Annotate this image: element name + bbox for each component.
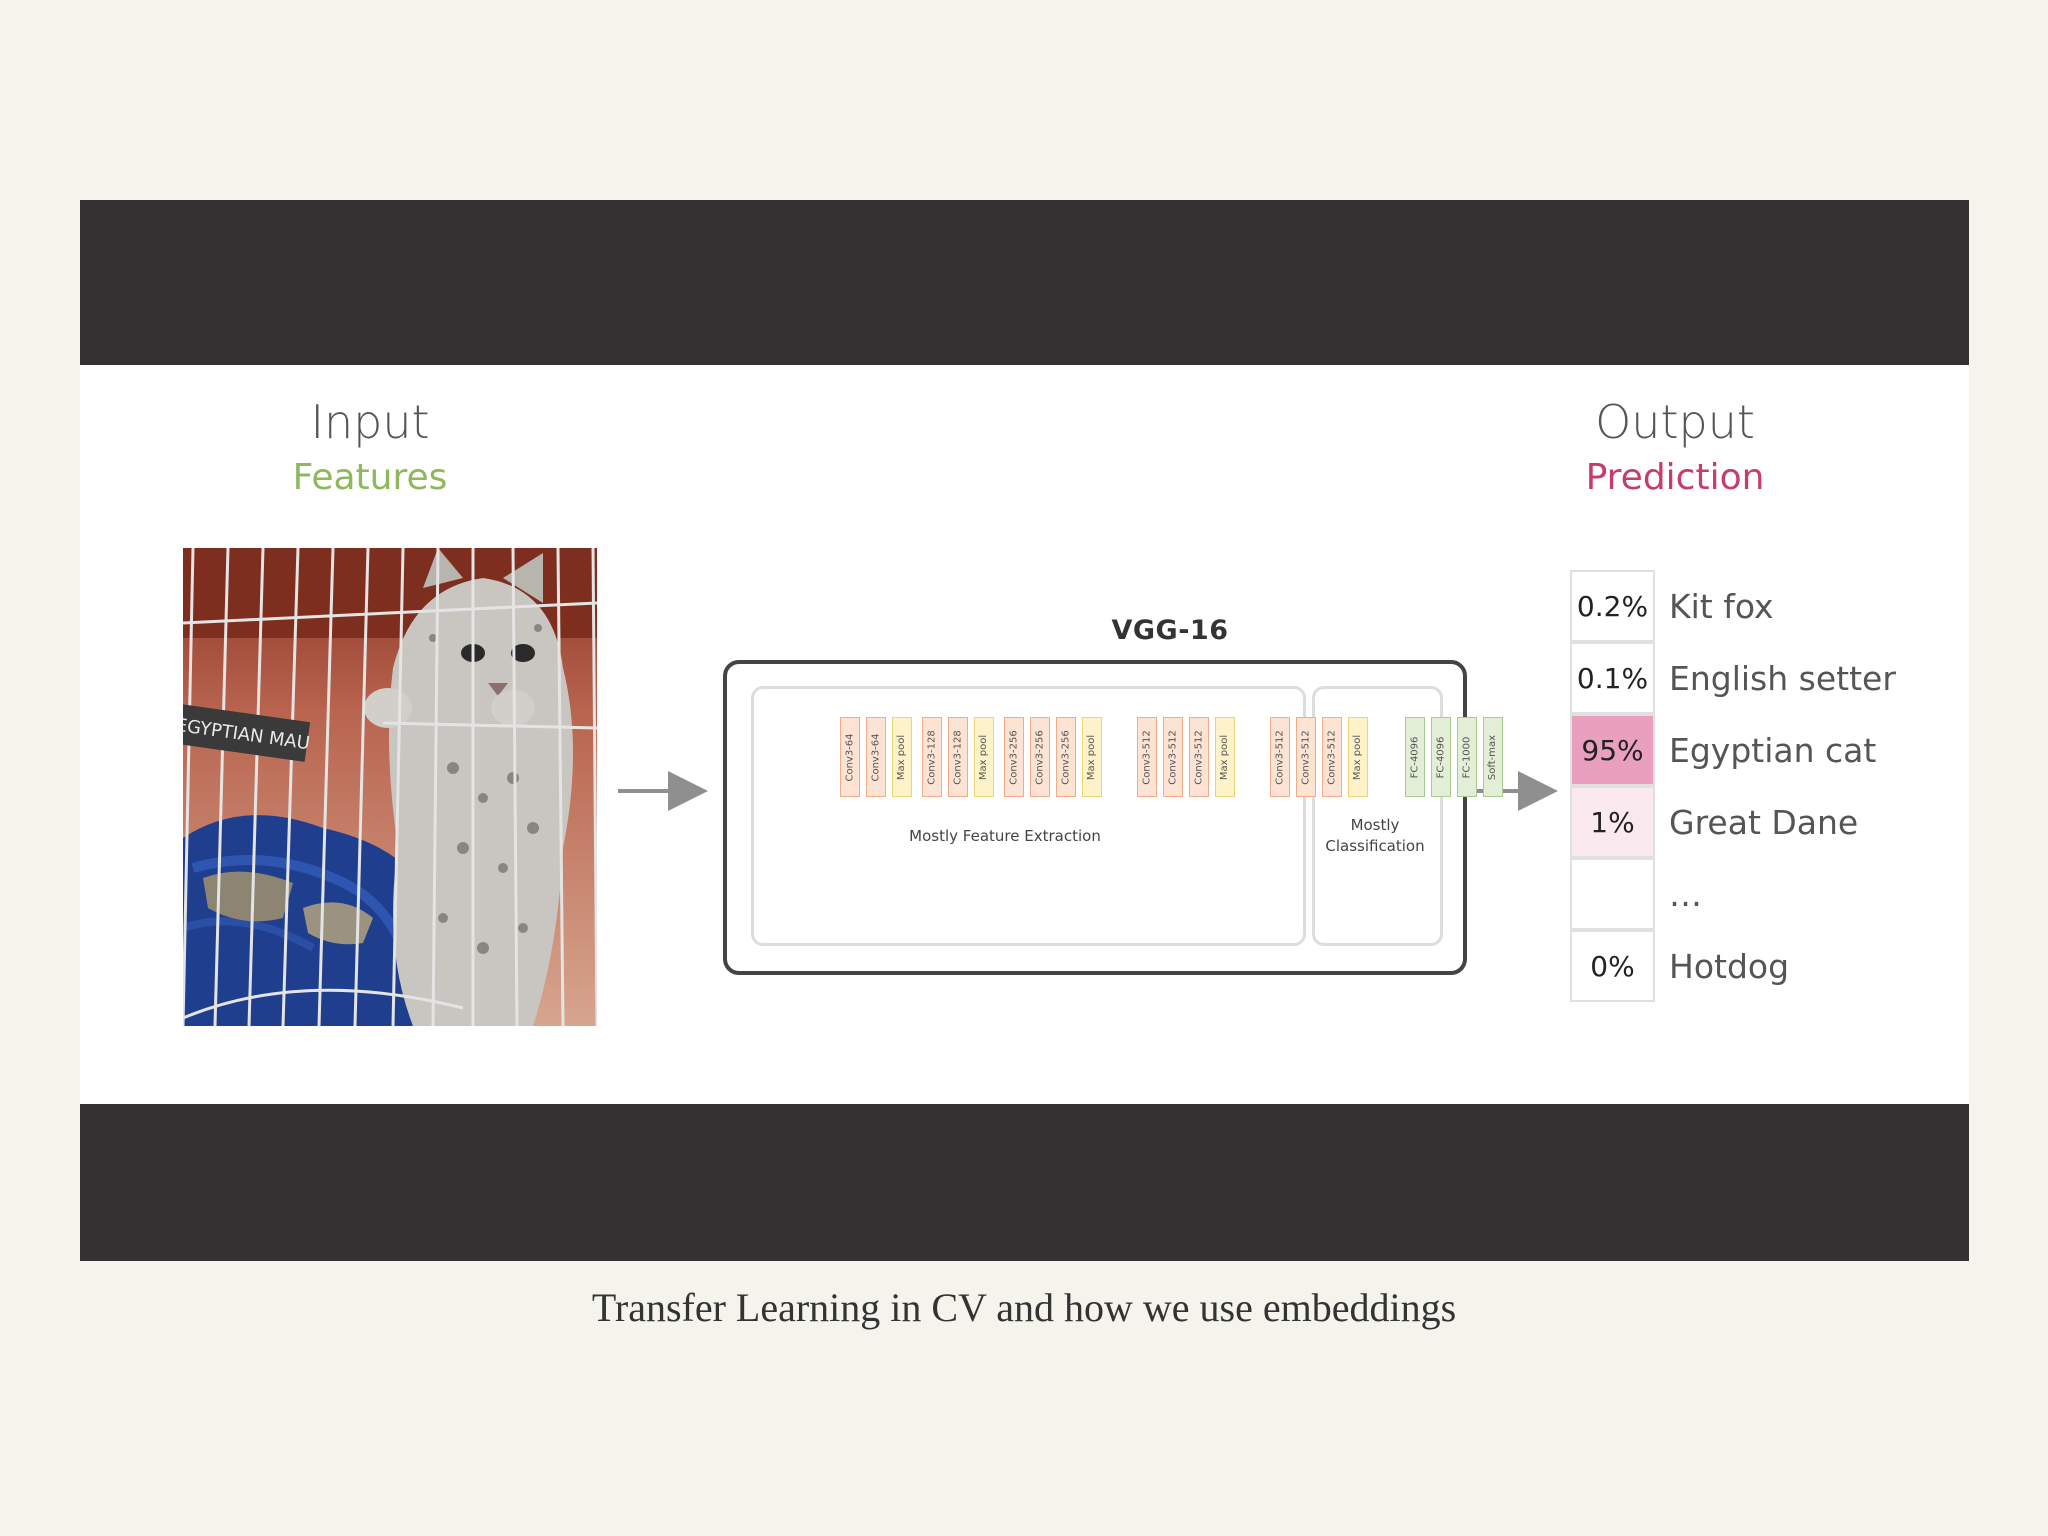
layer-label: Max pool (1219, 734, 1231, 780)
layer-label: Conv3-512 (1326, 729, 1338, 785)
features-subtitle: Features (292, 457, 448, 498)
layer-label: Conv3-512 (1193, 729, 1205, 785)
layer-fc-4096: FC-4096 (1431, 717, 1451, 797)
prediction-class-label: Great Dane (1669, 802, 1859, 842)
prediction-probability (1570, 858, 1655, 930)
layer-label: Max pool (1352, 734, 1364, 780)
layer-label: Conv3-256 (1008, 729, 1020, 785)
prediction-class-label: English setter (1669, 658, 1896, 698)
layer-conv3-64: Conv3-64 (866, 717, 886, 797)
vgg16-network-box (723, 660, 1467, 975)
layer-label: FC-4096 (1435, 736, 1447, 778)
layer-label: Conv3-512 (1141, 729, 1153, 785)
layer-label: Conv3-64 (844, 732, 856, 782)
layer-conv3-512: Conv3-512 (1189, 717, 1209, 797)
prediction-class-label: … (1669, 874, 1702, 914)
layer-label: Conv3-128 (926, 729, 938, 785)
layer-conv3-256: Conv3-256 (1056, 717, 1076, 797)
layer-max-pool: Max pool (974, 717, 994, 797)
vgg16-label: VGG-16 (1111, 615, 1229, 646)
layer-fc-4096: FC-4096 (1405, 717, 1425, 797)
classification-box (1312, 686, 1443, 946)
layer-conv3-128: Conv3-128 (922, 717, 942, 797)
layer-conv3-128: Conv3-128 (948, 717, 968, 797)
slide-frame: Input Features Output Prediction (80, 200, 1969, 1261)
layer-label: Conv3-512 (1300, 729, 1312, 785)
output-title: Output (1595, 395, 1755, 449)
layer-max-pool: Max pool (1348, 717, 1368, 797)
layer-label: Max pool (1086, 734, 1098, 780)
layer-label: Conv3-512 (1167, 729, 1179, 785)
layer-label: Soft-max (1487, 734, 1499, 780)
layer-conv3-512: Conv3-512 (1163, 717, 1183, 797)
layer-conv3-512: Conv3-512 (1270, 717, 1290, 797)
slide-content: Input Features Output Prediction (80, 365, 1969, 1104)
layer-fc-1000: FC-1000 (1457, 717, 1477, 797)
prediction-probability: 0.2% (1570, 570, 1655, 642)
classification-label-line: Mostly (1350, 816, 1400, 834)
layer-conv3-256: Conv3-256 (1030, 717, 1050, 797)
feature-extraction-label: Mostly Feature Extraction (909, 827, 1101, 845)
layer-conv3-512: Conv3-512 (1296, 717, 1316, 797)
layer-label: Conv3-128 (952, 729, 964, 785)
layer-label: Max pool (978, 734, 990, 780)
layer-conv3-512: Conv3-512 (1322, 717, 1342, 797)
layer-label: FC-4096 (1409, 736, 1421, 778)
layer-soft-max: Soft-max (1483, 717, 1503, 797)
classification-label: Mostly Classification (1315, 815, 1435, 857)
cat-photo: EGYPTIAN MAU (183, 548, 597, 1026)
layer-label: Conv3-64 (870, 732, 882, 782)
layer-conv3-512: Conv3-512 (1137, 717, 1157, 797)
layer-max-pool: Max pool (1215, 717, 1235, 797)
layer-label: Conv3-256 (1060, 729, 1072, 785)
prediction-probability: 95% (1570, 714, 1655, 786)
layer-conv3-256: Conv3-256 (1004, 717, 1024, 797)
feature-extraction-box (751, 686, 1306, 946)
layer-label: FC-1000 (1461, 736, 1473, 778)
layer-label: Conv3-512 (1274, 729, 1286, 785)
prediction-class-label: Hotdog (1669, 946, 1790, 986)
layer-label: Conv3-256 (1034, 729, 1046, 785)
prediction-class-label: Egyptian cat (1669, 730, 1877, 770)
slide-caption: Transfer Learning in CV and how we use e… (591, 1285, 1457, 1330)
prediction-probability: 0.1% (1570, 642, 1655, 714)
prediction-class-label: Kit fox (1669, 586, 1774, 626)
layer-label: Max pool (896, 734, 908, 780)
layer-max-pool: Max pool (892, 717, 912, 797)
prediction-probability: 0% (1570, 930, 1655, 1002)
input-title: Input (310, 395, 430, 449)
layer-max-pool: Max pool (1082, 717, 1102, 797)
classification-label-line: Classification (1325, 837, 1425, 855)
prediction-probability: 1% (1570, 786, 1655, 858)
layer-conv3-64: Conv3-64 (840, 717, 860, 797)
prediction-subtitle: Prediction (1585, 457, 1765, 498)
